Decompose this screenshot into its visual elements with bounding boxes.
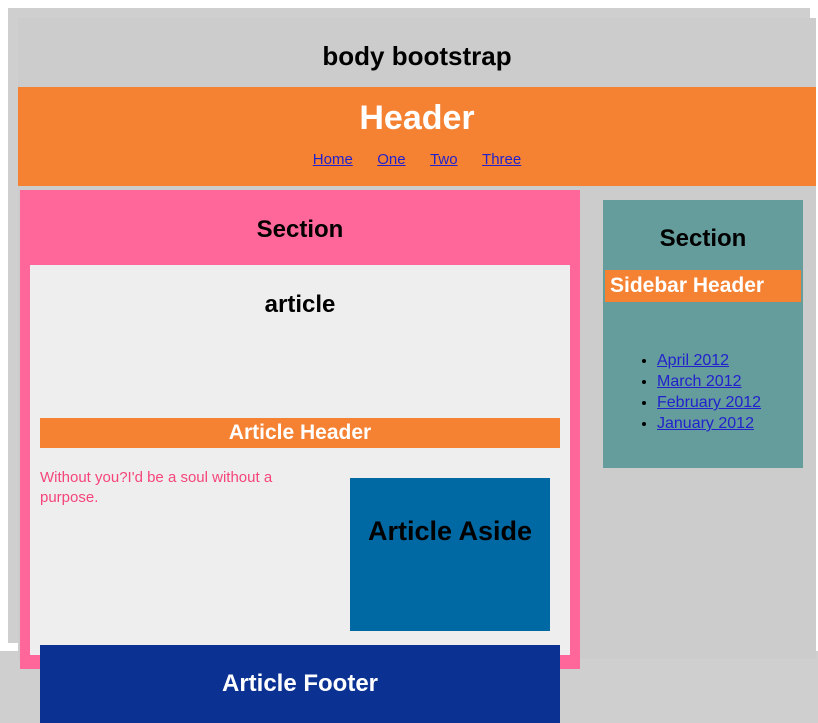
sidebar-header: Sidebar Header — [605, 270, 801, 302]
site-header-title: Header — [359, 99, 475, 137]
content-section: Section article Article Header Without y… — [20, 190, 580, 723]
main-navigation[interactable]: Home One Two Three — [18, 151, 816, 169]
article-aside-title: Article Aside — [367, 516, 533, 546]
article-footer-title: Article Footer — [221, 670, 379, 697]
sidebar-link-march-2012[interactable]: March 2012 — [657, 373, 742, 390]
content-section-title: Section — [256, 216, 344, 243]
nav-link-home[interactable]: Home — [312, 151, 353, 168]
article-aside: Article Aside — [350, 478, 550, 631]
site-header: Header Home One Two Three — [18, 87, 816, 186]
sidebar: Section Sidebar Header April 2012 March … — [603, 200, 803, 468]
list-item: February 2012 — [657, 392, 761, 413]
body-container: body bootstrap Header Home One Two Three… — [18, 18, 816, 723]
sidebar-header-title: Sidebar Header — [610, 274, 765, 297]
sidebar-link-february-2012[interactable]: February 2012 — [657, 394, 762, 411]
page-frame: body bootstrap Header Home One Two Three… — [0, 0, 818, 651]
article-body: Without you?I'd be a soul without a purp… — [40, 468, 330, 509]
main-row: Section article Article Header Without y… — [18, 190, 816, 723]
article: article Article Header Without you?I'd b… — [30, 265, 570, 723]
sidebar-link-april-2012[interactable]: April 2012 — [657, 352, 730, 369]
sidebar-archive-list: April 2012 March 2012 February 2012 Janu… — [629, 350, 761, 434]
article-title: article — [264, 291, 336, 318]
article-header-title: Article Header — [228, 421, 372, 444]
article-footer: Article Footer — [40, 645, 560, 723]
page-title: body bootstrap — [322, 41, 512, 71]
list-item: March 2012 — [657, 371, 761, 392]
sidebar-link-january-2012[interactable]: January 2012 — [657, 415, 754, 432]
nav-link-two[interactable]: Two — [430, 151, 458, 168]
article-header: Article Header — [40, 418, 560, 448]
list-item: January 2012 — [657, 413, 761, 434]
nav-link-one[interactable]: One — [377, 151, 406, 168]
article-paragraph: Without you?I'd be a soul without a purp… — [40, 469, 273, 507]
list-item: April 2012 — [657, 350, 761, 371]
sidebar-section-title: Section — [659, 225, 747, 252]
nav-link-three[interactable]: Three — [482, 151, 522, 168]
